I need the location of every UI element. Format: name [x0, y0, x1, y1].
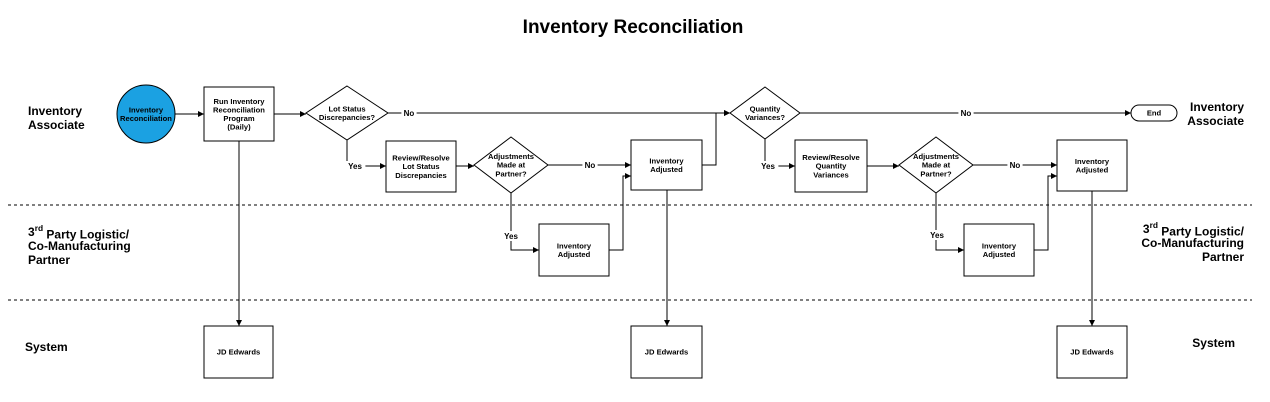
edge-label-bg: [1007, 160, 1023, 170]
edge-adj-dec2-to-inv-adj-partner2: [935, 193, 964, 253]
lane-label-system-right: System: [1192, 336, 1235, 350]
node-label: End: [1147, 109, 1162, 118]
process-box: [963, 223, 1035, 277]
node-jde3: JD Edwards: [1056, 325, 1128, 379]
node-jde1: JD Edwards: [203, 325, 274, 379]
diagram-title: Inventory Reconciliation: [523, 17, 744, 38]
edge-label-bg: [500, 231, 522, 241]
node-jde2: JD Edwards: [630, 325, 703, 379]
edge-inv-adj-partner2-to-inv-adj2: [1034, 173, 1057, 251]
node-label: JD Edwards: [217, 348, 260, 357]
edge-label-bg: [757, 161, 779, 171]
edge-inv-adj-partner1-to-inv-adj1: [609, 173, 631, 251]
edge-inv-adj1-to-qty-dec: [702, 110, 730, 166]
edge-label-bg: [958, 108, 974, 118]
decision-diamond: [305, 85, 389, 141]
process-box: [203, 86, 275, 142]
process-box: [538, 223, 610, 277]
edge-label-bg: [926, 230, 948, 240]
process-box: [630, 139, 703, 191]
edge-label-bg: [582, 160, 598, 170]
edge-label-yes: Yes: [504, 232, 518, 241]
decision-diamond: [473, 136, 549, 194]
edge-label-bg: [401, 108, 417, 118]
edge-label-yes: Yes: [761, 162, 775, 171]
process-box: [385, 140, 457, 193]
edge-label-yes: Yes: [930, 231, 944, 240]
process-box: [1056, 139, 1128, 192]
process-box: [630, 325, 703, 379]
node-label: JD Edwards: [1070, 348, 1113, 357]
edge-label-no: No: [961, 109, 972, 118]
edge-label-no: No: [1010, 161, 1021, 170]
edge-adj-dec1-to-inv-adj-partner1: [510, 193, 539, 253]
edge-label-bg: [344, 161, 366, 171]
process-box: [1056, 325, 1128, 379]
node-end: End: [1130, 104, 1178, 122]
lane-label-system: System: [25, 340, 68, 354]
edge-label-no: No: [404, 109, 415, 118]
edge-label-no: No: [585, 161, 596, 170]
start-circle: [116, 84, 176, 144]
process-box: [794, 139, 868, 193]
edge-label-yes: Yes: [348, 162, 362, 171]
process-box: [203, 325, 274, 379]
decision-diamond: [729, 86, 801, 140]
decision-diamond: [898, 136, 974, 194]
node-label: JD Edwards: [645, 348, 688, 357]
terminator-shape: [1130, 104, 1178, 122]
